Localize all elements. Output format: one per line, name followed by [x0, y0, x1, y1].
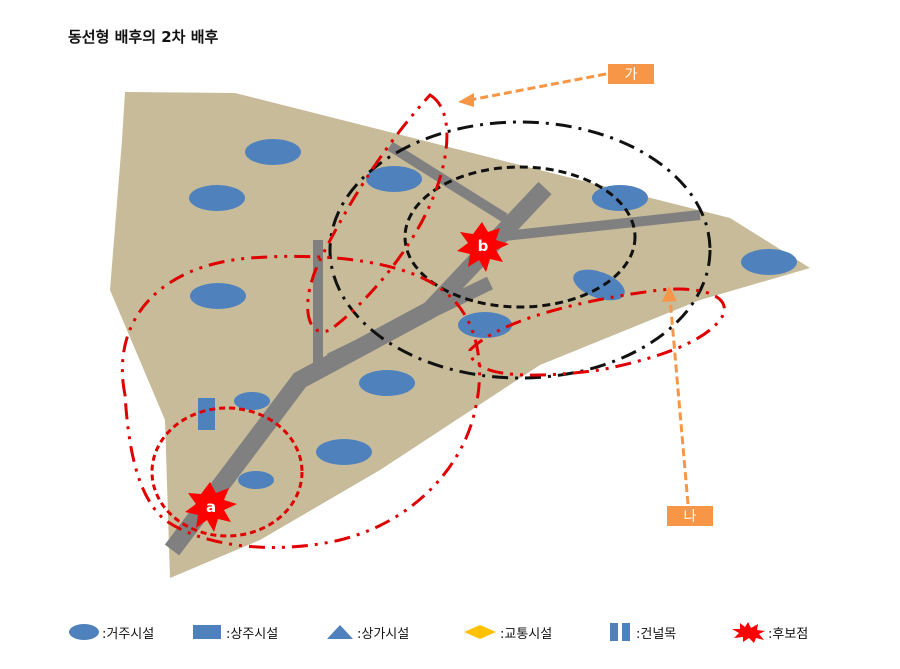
starburst-icon: [732, 622, 765, 643]
residential-ellipse: [190, 283, 246, 309]
diamond-icon: [464, 625, 496, 639]
road-branch: [494, 210, 701, 242]
trade-area-map: a b 가 나: [110, 64, 810, 578]
legend-item-resident: :상주시설: [192, 612, 278, 652]
diagram-title: 동선형 배후의 2차 배후: [68, 28, 219, 46]
resident-facility-rect: [198, 398, 215, 430]
callout-arrow-ga: [469, 72, 607, 102]
legend-label: :상주시설: [226, 626, 279, 642]
residential-ellipse: [316, 439, 372, 465]
candidate-label-b: b: [478, 237, 489, 255]
legend-label: :후보점: [768, 626, 809, 642]
legend-label: :건널목: [636, 626, 677, 642]
primary-trade-area-a: [150, 406, 304, 538]
secondary-trade-area-na: [468, 287, 726, 377]
residential-ellipse: [741, 249, 797, 275]
legend-label: :상가시설: [357, 626, 410, 642]
callout-label-na: 나: [684, 509, 697, 525]
residential-ellipse: [359, 370, 415, 396]
arrowhead-icon: [662, 286, 677, 302]
callout-na: 나: [662, 286, 713, 526]
residential-ellipse: [245, 139, 301, 165]
legend-item-candidate: :후보점: [730, 612, 808, 652]
legend-item-commercial: :상가시설: [325, 612, 409, 652]
residential-ellipse: [189, 185, 245, 211]
double-bar-icon: [610, 623, 630, 641]
secondary-trade-area-ga: [306, 93, 449, 334]
arrowhead-icon: [458, 93, 474, 107]
residential-ellipse: [592, 185, 648, 211]
legend-item-residential: :거주시설: [68, 612, 154, 652]
candidate-point-a: a: [185, 482, 237, 532]
legend-label: :거주시설: [102, 626, 155, 642]
legend-label: :교통시설: [500, 626, 553, 642]
secondary-trade-area: [328, 120, 712, 380]
residential-ellipse: [234, 392, 270, 410]
starburst-icon: [185, 482, 237, 532]
callout-box-na: [667, 506, 713, 526]
callout-ga: 가: [458, 64, 654, 107]
secondary-trade-area-a: [120, 254, 481, 549]
legend-item-traffic: :교통시설: [462, 612, 552, 652]
land-area: [110, 92, 810, 578]
ellipse-icon: [69, 624, 99, 640]
residential-ellipse: [238, 471, 274, 489]
candidate-point-b: b: [457, 222, 509, 272]
trade-area-circles-black: [328, 120, 712, 380]
primary-trade-area-b: [403, 165, 637, 309]
legend: :거주시설 :상주시설 :상가시설 :교통시설 :건널목 :후보점: [0, 612, 900, 652]
residential-ellipse: [458, 312, 512, 338]
callout-box-ga: [608, 64, 654, 84]
starburst-icon: [457, 222, 509, 272]
callout-label-ga: 가: [625, 67, 638, 83]
rectangle-icon: [193, 625, 221, 639]
triangle-icon: [327, 625, 353, 639]
callout-arrow-na: [668, 297, 690, 505]
legend-item-crosswalk: :건널목: [608, 612, 676, 652]
trade-area-circles-red: [120, 93, 726, 549]
road-branch: [326, 276, 494, 367]
residential-ellipse: [366, 166, 422, 192]
candidate-label-a: a: [206, 498, 216, 516]
